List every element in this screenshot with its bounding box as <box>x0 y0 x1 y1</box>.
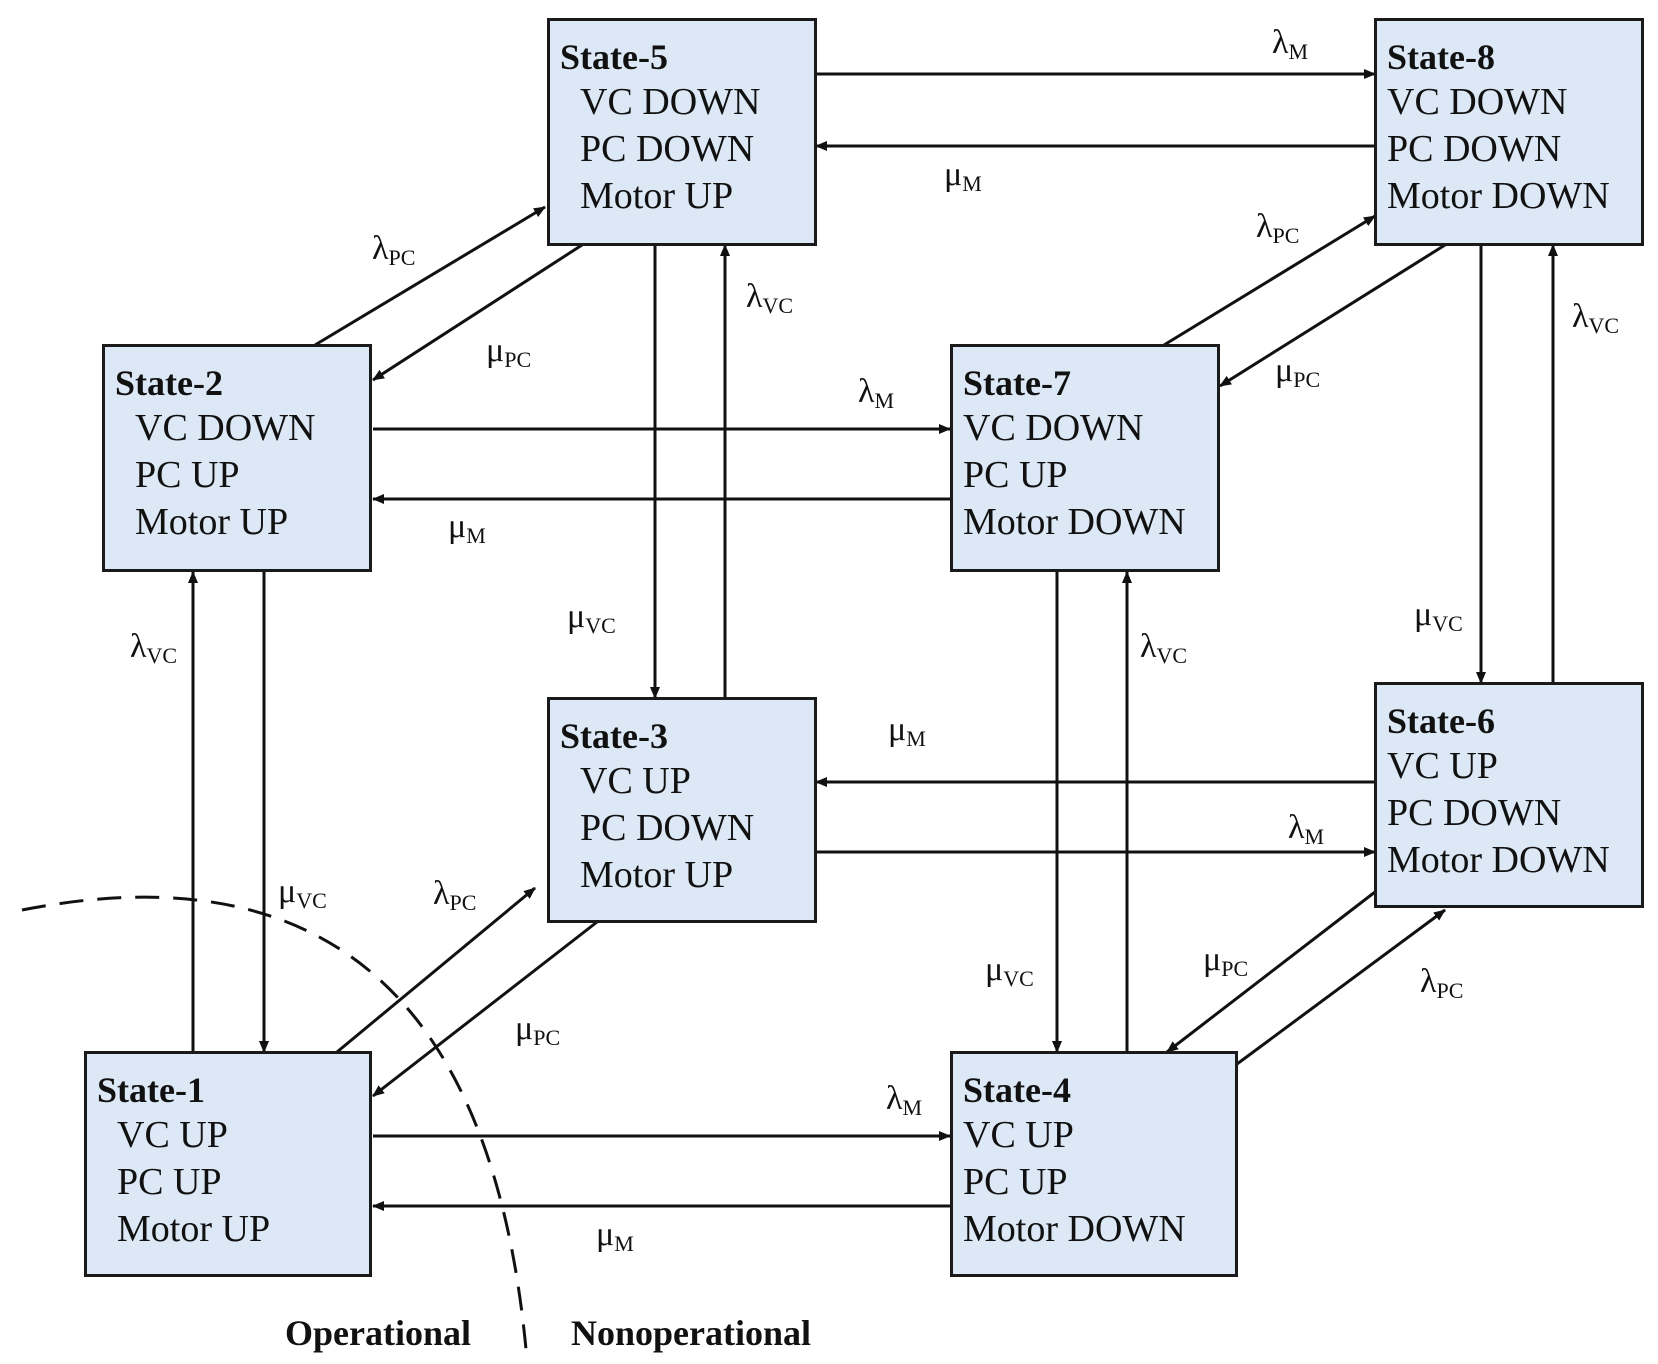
state-7-title: State-7 <box>963 363 1071 403</box>
state-8-vc: VC DOWN <box>1387 81 1568 123</box>
rate-label-s6-s3: μM <box>888 711 926 751</box>
state-1-motor: Motor UP <box>117 1208 271 1250</box>
rate-label-s8-s7: μPC <box>1275 352 1321 392</box>
state-8-pc: PC DOWN <box>1387 128 1562 170</box>
arrow-s2-to-s5 <box>314 205 546 347</box>
arrow-s8-to-s7 <box>1219 243 1446 388</box>
state-5-title: State-5 <box>560 37 668 77</box>
state-box-1: State-1 VC UP PC UP Motor UP <box>84 1051 372 1277</box>
state-1-pc: PC UP <box>117 1161 222 1203</box>
state-box-2: State-2 VC DOWN PC UP Motor UP <box>102 344 372 572</box>
nonoperational-label: Nonoperational <box>571 1313 812 1353</box>
arrow-s5-to-s2 <box>372 243 583 382</box>
state-box-3: State-3 VC UP PC DOWN Motor UP <box>547 697 817 923</box>
state-box-4: State-4 VC UP PC UP Motor DOWN <box>950 1051 1238 1277</box>
state-4-motor: Motor DOWN <box>963 1208 1186 1250</box>
arrow-s4-to-s6 <box>1236 908 1446 1066</box>
state-3-pc: PC DOWN <box>580 807 755 849</box>
state-5-motor: Motor UP <box>580 175 734 217</box>
rate-label-s7-s2: μM <box>448 508 486 548</box>
state-4-vc: VC UP <box>963 1114 1074 1156</box>
rate-label-s2-s7: λM <box>858 373 895 413</box>
state-1-title: State-1 <box>97 1070 205 1110</box>
rate-label-s3-s5: λVC <box>746 278 794 318</box>
state-2-motor: Motor UP <box>135 501 289 543</box>
state-7-motor: Motor DOWN <box>963 501 1186 543</box>
state-7-vc: VC DOWN <box>963 407 1144 449</box>
rate-label-s1-s3: λPC <box>433 875 477 915</box>
operational-boundary-curve <box>21 895 529 1361</box>
state-6-pc: PC DOWN <box>1387 792 1562 834</box>
state-2-pc: PC UP <box>135 454 240 496</box>
rate-label-s4-s7: λVC <box>1140 628 1188 668</box>
state-2-vc: VC DOWN <box>135 407 316 449</box>
rate-label-s2-s1: μVC <box>278 873 327 913</box>
rate-label-s4-s1: μM <box>596 1216 634 1256</box>
state-box-8: State-8 VC DOWN PC DOWN Motor DOWN <box>1374 18 1644 246</box>
rate-label-s1-s4: λM <box>886 1080 923 1120</box>
state-box-6: State-6 VC UP PC DOWN Motor DOWN <box>1374 682 1644 908</box>
state-6-motor: Motor DOWN <box>1387 839 1610 881</box>
rate-label-s1-s2: λVC <box>130 628 178 668</box>
state-box-5: State-5 VC DOWN PC DOWN Motor UP <box>547 18 817 246</box>
rate-label-s5-s8: λM <box>1272 24 1309 64</box>
rate-label-s3-s1: μPC <box>515 1010 561 1050</box>
state-8-title: State-8 <box>1387 37 1495 77</box>
state-3-motor: Motor UP <box>580 854 734 896</box>
operational-label: Operational <box>285 1313 471 1353</box>
state-4-pc: PC UP <box>963 1161 1068 1203</box>
rate-label-s2-s5: λPC <box>372 230 416 270</box>
state-4-title: State-4 <box>963 1070 1071 1110</box>
state-box-7: State-7 VC DOWN PC UP Motor DOWN <box>950 344 1220 572</box>
rate-label-s5-s2: μPC <box>486 332 532 372</box>
state-8-motor: Motor DOWN <box>1387 175 1610 217</box>
state-7-pc: PC UP <box>963 454 1068 496</box>
arrow-s6-to-s4 <box>1166 890 1376 1054</box>
state-6-vc: VC UP <box>1387 745 1498 787</box>
rate-label-s6-s8: λVC <box>1572 298 1620 338</box>
state-3-title: State-3 <box>560 716 668 756</box>
rate-label-s4-s6: λPC <box>1420 963 1464 1003</box>
rate-label-s5-s3: μVC <box>567 598 616 638</box>
arrow-s3-to-s1 <box>372 920 598 1098</box>
rate-label-s7-s4: μVC <box>985 951 1034 991</box>
rate-label-s3-s6: λM <box>1288 809 1325 849</box>
state-5-vc: VC DOWN <box>580 81 761 123</box>
state-5-pc: PC DOWN <box>580 128 755 170</box>
state-6-title: State-6 <box>1387 701 1495 741</box>
state-2-title: State-2 <box>115 363 223 403</box>
state-1-vc: VC UP <box>117 1114 228 1156</box>
rate-label-s8-s6: μVC <box>1414 596 1463 636</box>
rate-label-s8-s5: μM <box>944 156 982 196</box>
state-3-vc: VC UP <box>580 760 691 802</box>
arrow-s7-to-s8 <box>1163 214 1376 347</box>
rate-label-s6-s4: μPC <box>1203 941 1249 981</box>
arrow-s1-to-s3 <box>336 886 536 1054</box>
rate-label-s7-s8: λPC <box>1256 208 1300 248</box>
